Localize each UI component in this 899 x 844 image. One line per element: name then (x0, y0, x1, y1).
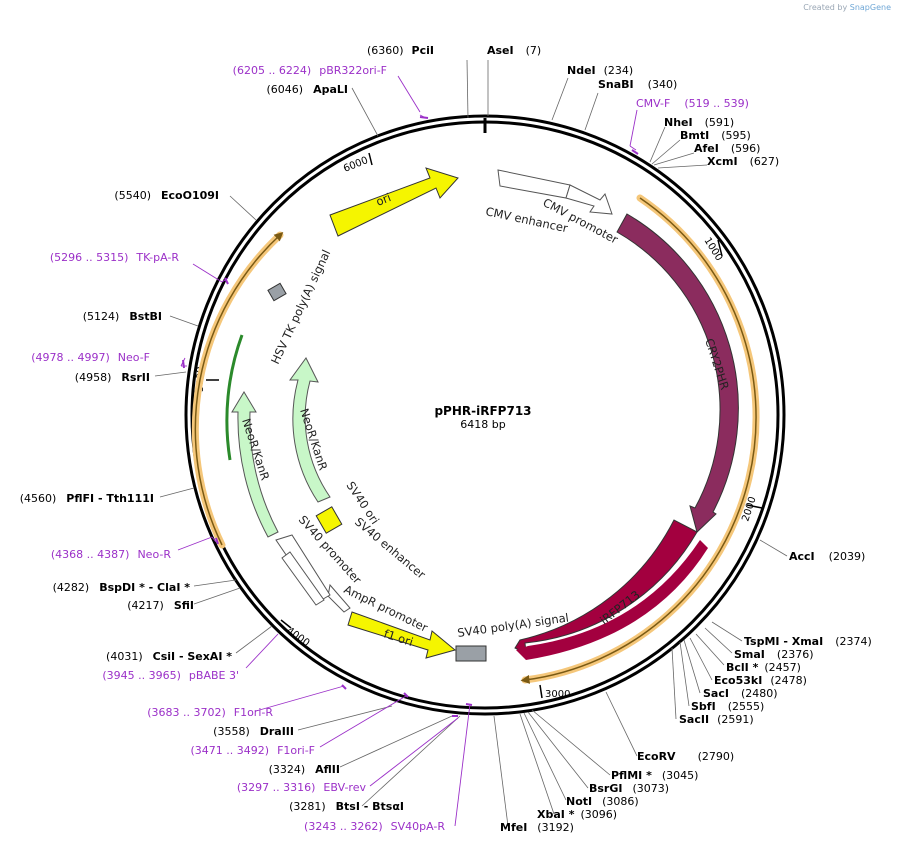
site-sfii: (4217)SfiI (127, 599, 194, 612)
hsv-tk-polya-label: HSV TK poly(A) signal (268, 247, 333, 366)
cry2-orf-line (520, 197, 757, 684)
neo-orf-line (194, 231, 284, 546)
site-leaders (154, 59, 788, 827)
site-sacii: SacII(2591) (679, 713, 754, 726)
tick-marks (206, 152, 763, 699)
primer-f1ori-r: (3683 .. 3702)F1ori-R (147, 706, 273, 719)
site-xbai: XbaI *(3096) (537, 808, 617, 821)
f1-ori-label: f1 ori (382, 627, 415, 650)
sv40-promoter-arrow-2 (281, 551, 325, 606)
tick-3000: 3000 (545, 689, 570, 700)
hsv-tk-polya-box (267, 282, 287, 302)
site-apali: (6046)ApaLI (267, 83, 349, 96)
site-acci: AccI(2039) (789, 550, 865, 563)
site-sbfi: SbfI(2555) (691, 700, 764, 713)
neor-inner-arrow (289, 357, 331, 503)
primer-ebv-rev: (3297 .. 3316)EBV-rev (237, 781, 367, 794)
site-pflfi-tth111i: (4560)PflFI - Tth111I (20, 492, 154, 505)
irfp713-body (516, 540, 708, 660)
primer-pbabe3: (3945 .. 3965)pBABE 3' (102, 669, 239, 682)
primer-sv40pa-r: (3243 .. 3262)SV40pA-R (304, 820, 445, 833)
site-ndei: NdeI(234) (567, 64, 633, 77)
site-pcii: (6360)PciI (367, 44, 434, 57)
site-nhei: NheI(591) (664, 116, 734, 129)
ori-arrow (329, 167, 459, 237)
tick-4000: 4000 (284, 625, 311, 649)
primer-neo-r: (4368 .. 4387)Neo-R (51, 548, 171, 561)
primer-leaders (177, 75, 638, 827)
site-mfei: MfeI(3192) (500, 821, 574, 834)
snapgene-credit: Created by SnapGene (803, 3, 891, 12)
site-draiii: (3558)DraIII (213, 725, 294, 738)
sv40-enhancer-label: SV40 enhancer (352, 515, 428, 582)
site-bsrgi: BsrGI(3073) (589, 782, 669, 795)
site-smai: SmaI(2376) (734, 648, 813, 661)
primer-cmv-f: CMV-F(519 .. 539) (636, 97, 749, 110)
site-btsi: (3281)BtsI - BtsαI (289, 800, 404, 813)
sv40-polya-box (455, 645, 487, 662)
neo-inner-orf (225, 334, 244, 461)
primer-neo-f: (4978 .. 4997)Neo-F (31, 351, 150, 364)
site-xcmi: XcmI(627) (707, 155, 779, 168)
primer-pbr322ori-f: (6205 .. 6224)pBR322ori-F (233, 64, 387, 77)
site-aflii: (3324)AflII (269, 763, 340, 776)
primer-f1ori-f: (3471 .. 3492)F1ori-F (191, 744, 316, 757)
site-noti: NotI(3086) (566, 795, 639, 808)
site-ecoo109i: (5540)EcoO109I (114, 189, 219, 202)
site-snabi: SnaBI(340) (598, 78, 677, 91)
plasmid-length: 6418 bp (460, 418, 505, 431)
site-bmti: BmtI(595) (680, 129, 751, 142)
site-rsrii: (4958)RsrII (75, 371, 150, 384)
plasmid-title: pPHR-iRFP713 (434, 404, 531, 418)
site-afei: AfeI(596) (694, 142, 760, 155)
site-asei: AseI(7) (487, 44, 541, 57)
f1-ori-arrow (347, 611, 457, 659)
site-pflmi: PflMI *(3045) (611, 769, 698, 782)
neor-outer-arrow (231, 391, 279, 538)
site-eco53ki: Eco53kI(2478) (714, 674, 807, 687)
cmv-promoter-arrow (565, 184, 613, 215)
site-ecorv: EcoRV(2790) (637, 750, 734, 763)
primer-tk-pa-r: (5296 .. 5315)TK-pA-R (50, 251, 180, 264)
backbone-outer (184, 114, 786, 716)
ori-label: ori (374, 190, 393, 209)
site-saci: SacI(2480) (703, 687, 778, 700)
neo-orf-halo (191, 231, 284, 549)
site-tspmi-xmai: TspMI - XmaI(2374) (744, 635, 872, 648)
sv40-ori-box (315, 506, 343, 534)
primer-marks (182, 116, 639, 717)
site-bspdi-clai: (4282)BspDI * - ClaI * (53, 581, 191, 594)
site-csii-sexai: (4031)CsiI - SexAI * (106, 650, 232, 663)
site-bcli: BclI *(2457) (726, 661, 801, 674)
site-bstbi: (5124)BstBI (83, 310, 162, 323)
cmv-enhancer-arrow (497, 169, 571, 199)
